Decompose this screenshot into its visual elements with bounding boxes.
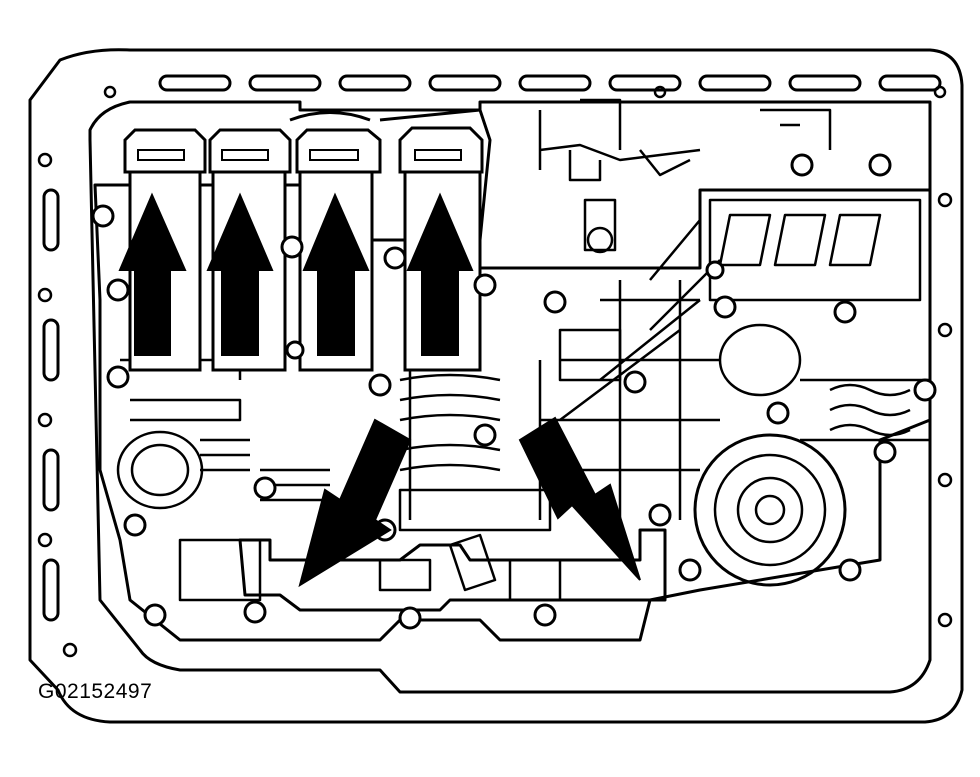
figure-id-label: G02152497 xyxy=(38,680,153,703)
manual-valve-linkage xyxy=(538,98,832,254)
harness-connector-clip xyxy=(448,533,497,592)
arrow-down-harness-right xyxy=(518,416,641,581)
valve-body-ribs xyxy=(540,198,922,520)
harness-connector-mid xyxy=(378,558,432,592)
pan-gasket-outline xyxy=(28,48,964,724)
pan-inner-outline xyxy=(88,100,932,694)
gasket-bolt-holes xyxy=(37,85,953,658)
arrow-up-solenoid-4 xyxy=(406,192,474,356)
servo-cover xyxy=(693,323,847,587)
detent-ribs xyxy=(800,378,932,442)
valve-bores-left xyxy=(116,358,330,602)
wiring-harness-bracket xyxy=(238,528,667,612)
gasket-slots-top xyxy=(158,74,942,92)
arrow-up-solenoid-1 xyxy=(118,192,187,356)
harness-connector-right xyxy=(508,558,562,602)
arrow-up-solenoid-2 xyxy=(206,192,274,356)
indicator-arrows xyxy=(118,192,641,588)
arrow-down-harness-left xyxy=(298,418,412,588)
arrow-up-solenoid-3 xyxy=(302,192,370,356)
gasket-slots-left xyxy=(42,188,60,622)
valve-body-bolts xyxy=(91,153,937,630)
